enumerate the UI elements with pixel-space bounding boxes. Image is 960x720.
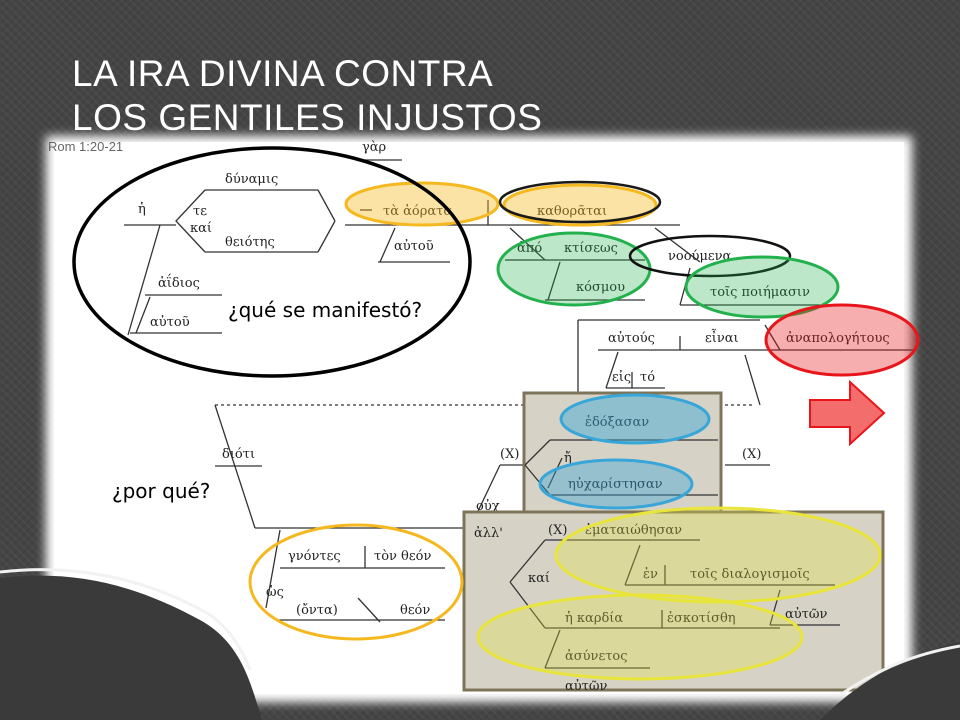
word-x-1: (X) (500, 447, 519, 462)
highlight-anapologetous (764, 303, 920, 377)
title-line-2: LOS GENTILES INJUSTOS (72, 97, 543, 138)
word-theon: θεόν (400, 603, 430, 618)
word-all: ἀλλ' (474, 526, 503, 541)
word-anapologetous: ἀναπολογήτους (786, 331, 890, 346)
highlight-apo-ktiseos (496, 231, 652, 307)
inset-2-lines (509, 539, 840, 669)
word-einai: εἶναι (705, 329, 739, 346)
word-en: ἐν (643, 567, 658, 582)
word-ta-aorata: τὰ ἀόρατα (383, 204, 452, 219)
highlight-ematai (554, 506, 882, 604)
highlight-fill-kathoratai (502, 183, 658, 227)
highlight-gnontes (248, 523, 464, 641)
word-edoxasan: ἐδόξασαν (585, 415, 649, 430)
word-nooumena: νοούμενα (668, 249, 732, 264)
inset-1-lines (524, 439, 718, 496)
word-apo: ἀπό (517, 241, 542, 256)
word-auton: αὐτῶν (785, 607, 827, 622)
decorative-swoosh (0, 568, 960, 720)
highlight-kardia (476, 593, 804, 681)
word-kathoratai: καθορᾶται (537, 204, 607, 219)
word-aidios: ἀΐδιος (158, 273, 200, 291)
word-gar: γὰρ (362, 140, 386, 155)
highlight-nooumena (628, 234, 792, 278)
slide-title: LA IRA DIVINA CONTRA LOS GENTILES INJUST… (72, 52, 542, 140)
word-eskotisthe: ἐσκοτίσθη (667, 611, 736, 626)
highlight-ring-kathoratai-dark (498, 180, 662, 224)
word-eis: εἰς (612, 369, 631, 385)
word-te: τε (193, 204, 207, 219)
word-gnontes: γνόντες (288, 549, 341, 564)
question-why: ¿por qué? (112, 479, 210, 503)
word-kosmou: κόσμου (576, 280, 625, 295)
word-kai-1: καί (190, 221, 212, 236)
red-arrow-icon (809, 379, 886, 447)
word-auton-2: αὐτῶν (565, 679, 607, 694)
word-tois-dialogismois: τοῖς διαλογισμοῖς (690, 567, 810, 582)
word-ton-theon: τὸν θεόν (374, 549, 431, 564)
highlight-tois-poiemasin (684, 255, 840, 319)
word-autou-2: αὐτοῦ (394, 239, 434, 254)
word-he: ἡ (138, 202, 146, 217)
word-e: ἤ (564, 451, 572, 466)
inset-panel-futile (462, 510, 885, 692)
left-tree (124, 189, 336, 336)
word-hos: ὡς (266, 585, 284, 600)
highlight-left-tree (72, 146, 472, 378)
highlight-edoxasan (559, 393, 711, 445)
word-onta: (ὄντα) (296, 603, 338, 618)
word-theiotes: θειότης (225, 235, 275, 250)
highlight-fill-ta-aorata (344, 181, 500, 227)
word-x-2: (X) (742, 447, 761, 462)
word-x-3: (X) (548, 523, 567, 538)
title-line-1: LA IRA DIVINA CONTRA (72, 53, 494, 94)
word-autous: αὐτούς (608, 331, 655, 346)
word-to: τό (640, 370, 655, 385)
word-tois-poiemasin: τοῖς ποιήμασιν (710, 285, 810, 300)
word-ouch: οὐχ (476, 499, 500, 514)
word-ktiseos: κτίσεως (564, 241, 618, 256)
word-ematai: ἐματαιώθησαν (585, 523, 682, 538)
word-dynamis: δύναμις (225, 172, 278, 187)
reference-label: Rom 1:20-21 (48, 139, 123, 154)
word-asynetos: ἀσύνετος (565, 649, 628, 664)
word-autou-1: αὐτοῦ (150, 315, 190, 330)
highlight-eucharistesan (538, 458, 694, 510)
question-what-manifested: ¿qué se manifestó? (228, 298, 422, 322)
word-dioti: διότι (222, 447, 255, 462)
word-eucharistesan: ηὐχαρίστησαν (568, 477, 663, 492)
word-kai-2: καί (528, 571, 550, 586)
word-he-kardia: ἡ καρδία (565, 611, 623, 626)
